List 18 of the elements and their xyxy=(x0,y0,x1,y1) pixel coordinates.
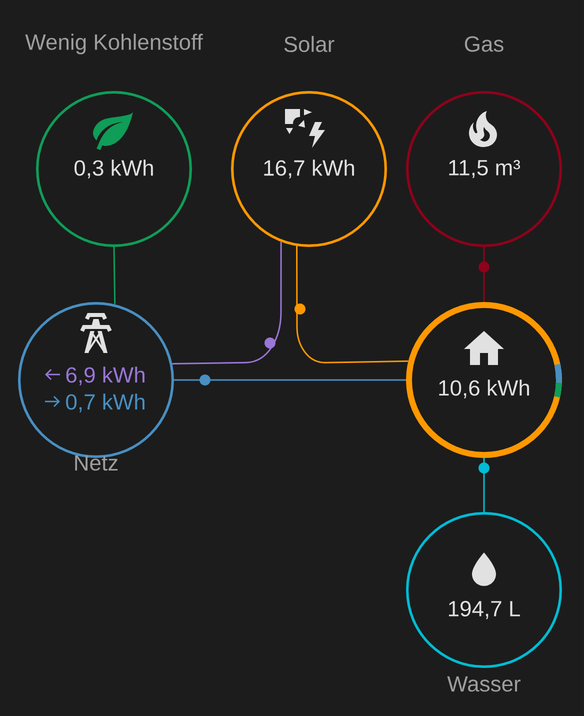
flow-line xyxy=(174,379,406,381)
node-label: Wenig Kohlenstoff xyxy=(25,34,203,54)
value-text: 0,7 kWh xyxy=(66,394,144,412)
value-text: 16,7 kWh xyxy=(264,160,354,178)
node-label: Solar xyxy=(284,36,334,52)
flow-line xyxy=(483,247,485,302)
flow-line xyxy=(483,458,485,512)
node-label: Wasser xyxy=(447,676,520,692)
flow-line xyxy=(113,246,116,304)
flow-line xyxy=(172,242,282,365)
value-text: 0,3 kWh xyxy=(74,160,153,178)
value-text: 11,5 m³ xyxy=(449,160,520,178)
value-text: 10,6 kWh xyxy=(439,380,529,398)
node-label: Gas xyxy=(464,36,504,52)
node-label: Netz xyxy=(75,455,118,471)
value-text: 194,7 L xyxy=(448,600,520,620)
flow-line xyxy=(296,246,408,364)
value-text: 6,9 kWh xyxy=(66,366,144,386)
